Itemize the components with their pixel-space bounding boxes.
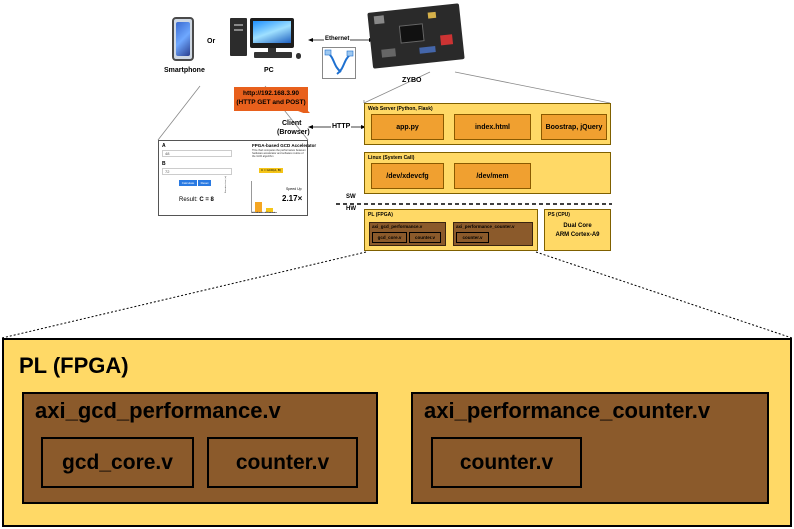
bar-label-without-accel: GCD w/o accel — [265, 213, 276, 214]
smartphone-label: Smartphone — [164, 67, 205, 74]
pl-small-counter-2: counter.v — [456, 232, 489, 243]
browser-label: (Browser) — [277, 129, 310, 136]
ethernet-label: Ethernet — [324, 36, 351, 42]
label-a: A — [162, 143, 166, 149]
bar-with-accel — [255, 202, 262, 212]
dev-xdevcfg-box: /dev/xdevcfg — [371, 163, 444, 189]
bar-without-accel — [266, 208, 273, 212]
zybo-board-icon — [367, 3, 465, 69]
pc-label: PC — [264, 67, 274, 74]
webapp-title: FPGA-based GCD Accelerator — [252, 143, 317, 148]
or-label: Or — [207, 38, 216, 45]
pl-large-counter-1: counter.v — [207, 437, 358, 488]
bar-label-with-accel: GCD with accel — [252, 213, 263, 214]
zybo-label: ZYBO — [402, 77, 422, 84]
url-callout: http://192.168.3.90 (HTTP GET and POST) — [234, 87, 310, 113]
reset-button[interactable]: Reset — [198, 180, 211, 186]
smartphone-icon — [172, 17, 194, 61]
sw-label: SW — [346, 194, 356, 200]
webapp-screenshot: A 48 B 72 Calculate Reset Result: C = 8 … — [158, 140, 316, 216]
hw-label: HW — [346, 206, 356, 212]
keyboard-icon — [254, 52, 292, 58]
mouse-icon — [296, 53, 301, 59]
speedup-value: 2.17× — [282, 194, 303, 203]
ps-line1: Dual Core — [563, 223, 592, 229]
pl-large-title: PL (FPGA) — [19, 353, 129, 378]
ethernet-cable-icon — [322, 47, 356, 79]
calculate-button[interactable]: Calculate — [179, 180, 197, 186]
pl-small-module-gcd-title: axi_gcd_performance.v — [372, 224, 423, 229]
pl-large-module-gcd-title: axi_gcd_performance.v — [35, 398, 281, 423]
ps-line2: ARM Cortex-A9 — [555, 232, 600, 238]
webserver-title: Web Server (Python, Flask) — [368, 106, 433, 112]
formula-badge: C = GCD(A, B) — [259, 168, 283, 173]
result-text: Result: C = 8 — [179, 197, 214, 203]
pc-monitor-icon — [250, 18, 294, 54]
chart-axis — [251, 181, 277, 213]
result-value: C = 8 — [199, 197, 214, 203]
callout-method: (HTTP GET and POST) — [236, 99, 306, 106]
label-b: B — [162, 161, 166, 167]
ps-box: PS (CPU) Dual Core ARM Cortex-A9 — [544, 209, 611, 251]
y-axis-label: Execution time (us) — [225, 175, 227, 193]
speedup-label: Speed Up — [286, 187, 302, 191]
pl-small-title: PL (FPGA) — [368, 212, 393, 218]
linux-title: Linux (System Call) — [368, 155, 415, 161]
pl-small-counter-1: counter.v — [409, 232, 441, 243]
pl-large-module-counter-title: axi_performance_counter.v — [424, 398, 711, 423]
client-label: Client — [282, 120, 302, 127]
webapp-description: This chart compares the performance betw… — [252, 149, 306, 159]
pl-large-gcd-core: gcd_core.v — [41, 437, 194, 488]
callout-url: http://192.168.3.90 — [243, 90, 299, 97]
index-html-box: index.html — [454, 114, 531, 140]
pl-small-gcd-core: gcd_core.v — [372, 232, 407, 243]
http-label: HTTP — [331, 123, 352, 130]
bootstrap-jquery-box: Boostrap, jQuery — [541, 114, 607, 140]
input-a[interactable]: 48 — [162, 150, 232, 157]
pl-large-counter-2: counter.v — [431, 437, 582, 488]
pc-tower-icon — [230, 18, 247, 56]
dev-mem-box: /dev/mem — [454, 163, 531, 189]
ps-title: PS (CPU) — [548, 212, 570, 218]
result-prefix: Result: — [179, 197, 200, 203]
app-py-box: app.py — [371, 114, 444, 140]
pl-small-module-counter-title: axi_performance_counter.v — [456, 224, 515, 229]
input-b[interactable]: 72 — [162, 168, 232, 175]
